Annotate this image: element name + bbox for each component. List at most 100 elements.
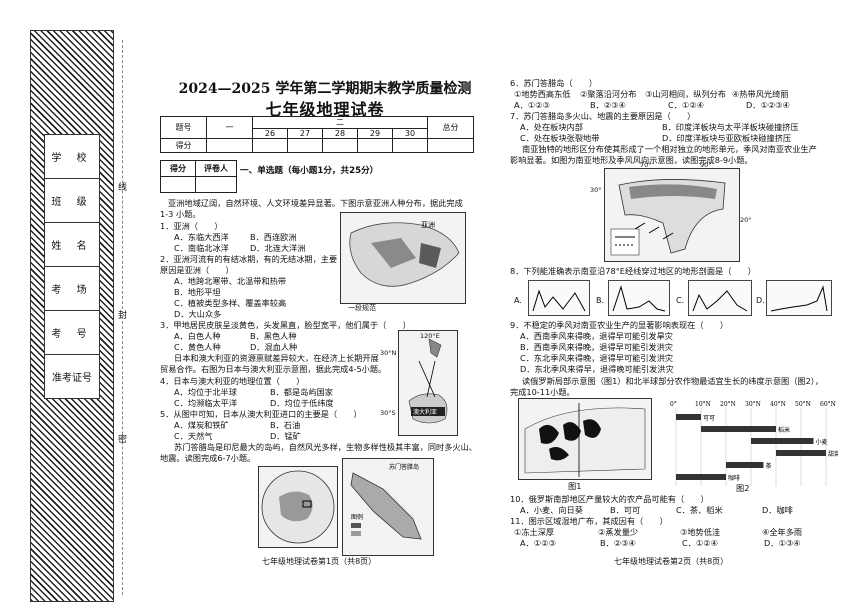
- q8-profile-c[interactable]: [688, 280, 752, 316]
- q5-option-a[interactable]: A．煤炭和铁矿: [174, 420, 229, 430]
- q8-profile-b[interactable]: [608, 280, 670, 316]
- field-name: 姓 名: [45, 223, 99, 267]
- q1-option-d[interactable]: D．北连大洋洲: [250, 243, 306, 253]
- fig2-axis-tick: 60°N: [820, 401, 836, 408]
- fig2-crop-label: 甜菜: [828, 450, 838, 458]
- q11-item3: ③地势低洼: [680, 527, 721, 537]
- q6-item2: ②聚落沿河分布: [580, 89, 637, 99]
- q11-option-b[interactable]: B．②③④: [600, 538, 636, 548]
- q11-option-d[interactable]: D．①③④: [764, 538, 801, 548]
- page2-footer: 七年级地理试卷第2页（共8页）: [614, 557, 729, 566]
- q1-option-c[interactable]: C．南临北冰洋: [174, 243, 229, 253]
- q11-option-c[interactable]: C．①②④: [682, 538, 718, 548]
- q7-option-a[interactable]: A．处在板块内部: [520, 122, 583, 132]
- cut-mark-seal: 封: [118, 311, 128, 321]
- cut-line: [122, 40, 123, 595]
- map4-lat30: 30°: [590, 186, 602, 194]
- australia-label: 澳大利亚: [413, 408, 437, 416]
- field-ticket: 准考证号: [52, 373, 92, 384]
- fig2-crop-label: 可可: [703, 415, 715, 422]
- q1-option-a[interactable]: A．东临大西洋: [174, 232, 229, 242]
- fig2-axis-tick: 10°N: [695, 401, 711, 408]
- q6-option-b[interactable]: B．②③④: [590, 100, 626, 110]
- q5-option-d[interactable]: D．锰矿: [270, 431, 301, 441]
- q8-option-d[interactable]: D.: [756, 296, 765, 305]
- q8-profile-a[interactable]: [528, 280, 590, 316]
- q10-option-a[interactable]: A．小麦、向日葵: [520, 505, 583, 515]
- q6-option-d[interactable]: D．①②③④: [746, 100, 790, 110]
- q9-option-b[interactable]: B．西南季风来得晚，退得早可能引发洪灾: [520, 342, 673, 352]
- q9-option-d[interactable]: D．东北季风来得早，退得晚可能引发洪灾: [520, 364, 674, 374]
- intro-6-7: 苏门答腊岛是印尼最大的岛屿，自然风光多样，生物多样性极其丰富，同时多火山、: [174, 442, 477, 452]
- fig2-bar: [726, 462, 764, 468]
- lat-30n: 30°N: [380, 349, 397, 357]
- q1-option-b[interactable]: B．西连欧洲: [250, 232, 297, 242]
- q2-option-c[interactable]: C．植被类型多样、覆盖率较高: [174, 298, 287, 308]
- cut-mark-line: 线: [118, 183, 128, 193]
- q6-item4: ④热带风光绮丽: [732, 89, 789, 99]
- intro-4-5-b: 贸易合作。右图为日本与澳大利亚示意图，据此完成4-5小题。: [160, 364, 387, 374]
- q9-option-c[interactable]: C．东北季风来得晚，退得早可能引发洪灾: [520, 353, 674, 363]
- score-total: 总分: [427, 116, 474, 139]
- q2-option-a[interactable]: A．地跨北寒带、北温带和热带: [174, 276, 287, 286]
- q4-option-a[interactable]: A．均位于北半球: [174, 387, 237, 397]
- q8-profile-d[interactable]: [766, 280, 832, 316]
- intro-10-11: 读俄罗斯局部示意图（图1）和北半球部分农作物最适宜生长的纬度示意图（图2），: [522, 376, 824, 386]
- score-col: 28: [322, 128, 358, 139]
- q4-option-c[interactable]: C．均濒临太平洋: [174, 398, 238, 408]
- fig2-crop-label: 咖啡: [728, 474, 740, 482]
- sumatra-detail-map: 苏门答腊岛 图例: [342, 458, 434, 556]
- q4-option-d[interactable]: D．均位于低纬度: [270, 398, 334, 408]
- q10-option-d[interactable]: D．咖啡: [762, 505, 793, 515]
- q7-option-c[interactable]: C．处在板块张裂地带: [520, 133, 600, 143]
- q3-option-a[interactable]: A．白色人种: [174, 331, 221, 341]
- fig2-crop-label: 茶: [766, 462, 772, 470]
- q5-option-c[interactable]: C．天然气: [174, 431, 213, 441]
- q2-option-b[interactable]: B．地形平坦: [174, 287, 221, 297]
- q7-stem: 7．苏门答腊岛多火山、地震的主要原因是（ ）: [510, 111, 696, 121]
- map4-lon70: 70°: [640, 161, 652, 169]
- q11-item2: ②蒸发量少: [598, 527, 639, 537]
- q3-option-c[interactable]: C．黄色人种: [174, 342, 221, 352]
- q6-option-a[interactable]: A．①②③: [514, 100, 550, 110]
- fig2-axis-tick: 30°N: [745, 401, 761, 408]
- q2-option-d[interactable]: D．大山众多: [174, 309, 222, 319]
- q8-option-c[interactable]: C.: [676, 296, 685, 305]
- sumatra-label: 苏门答腊岛: [389, 463, 419, 471]
- score-section2: 二: [252, 116, 428, 129]
- field-room: 考 场: [45, 267, 99, 311]
- score-col: 26: [252, 128, 288, 139]
- intro-6-7-b: 地震。读图完成6-7小题。: [160, 453, 256, 463]
- q9-option-a[interactable]: A．西南季风来得晚，退得早可能引发旱灾: [520, 331, 673, 341]
- score-col: 30: [392, 128, 428, 139]
- q11-stem: 11．图示区域湿地广布，其成因有（ ）: [510, 516, 668, 526]
- q11-option-a[interactable]: A．①②③: [520, 538, 556, 548]
- field-school: 学 校: [45, 135, 99, 179]
- fig2-axis-tick: 40°N: [770, 401, 786, 408]
- lon-120e: 120°E: [420, 332, 440, 340]
- q6-option-c[interactable]: C．①②④: [668, 100, 704, 110]
- sumatra-legend: 图例: [351, 513, 363, 521]
- student-info-box: 学 校 班 级 姓 名 考 场 考 号 准考证号: [44, 134, 100, 399]
- section-title: 一、单选题（每小题1分，共25分）: [240, 166, 379, 176]
- q6-item3: ③山河相间，纵列分布: [645, 89, 727, 99]
- q7-option-d[interactable]: D．印度洋板块与亚欧板块碰撞挤压: [662, 133, 792, 143]
- q2-stem-b: 原因是亚洲（ ）: [160, 265, 234, 275]
- q2-stem: 2．亚洲河流有的有结冰期，有的无结冰期，主要: [160, 254, 338, 264]
- q11-item4: ④全年多雨: [762, 527, 803, 537]
- q8-option-a[interactable]: A.: [514, 296, 522, 305]
- intro-8-9: 南亚独特的地形区分布使其形成了一个相对独立的地形单元，季风对南亚农业生产: [522, 144, 817, 154]
- score-col: 27: [287, 128, 323, 139]
- japan-australia-map: 澳大利亚: [398, 330, 458, 436]
- q10-option-c[interactable]: C．茶、稻米: [676, 505, 723, 515]
- grader-reviewer: 评卷人: [195, 160, 237, 177]
- fig2-crop-label: 稻米: [778, 426, 790, 434]
- q10-option-b[interactable]: B．可可: [610, 505, 641, 515]
- q5-option-b[interactable]: B．石油: [270, 420, 301, 430]
- q3-option-b[interactable]: B．黑色人种: [250, 331, 297, 341]
- q3-stem: 3．甲地居民皮肤呈淡黄色，头发黑直，脸型宽平，他们属于（ ）: [160, 320, 411, 330]
- q4-option-b[interactable]: B．都是岛屿国家: [270, 387, 333, 397]
- q8-option-b[interactable]: B.: [596, 296, 605, 305]
- q3-option-d[interactable]: D．混血人种: [250, 342, 298, 352]
- q7-option-b[interactable]: B．印度洋板块与太平洋板块碰撞挤压: [662, 122, 799, 132]
